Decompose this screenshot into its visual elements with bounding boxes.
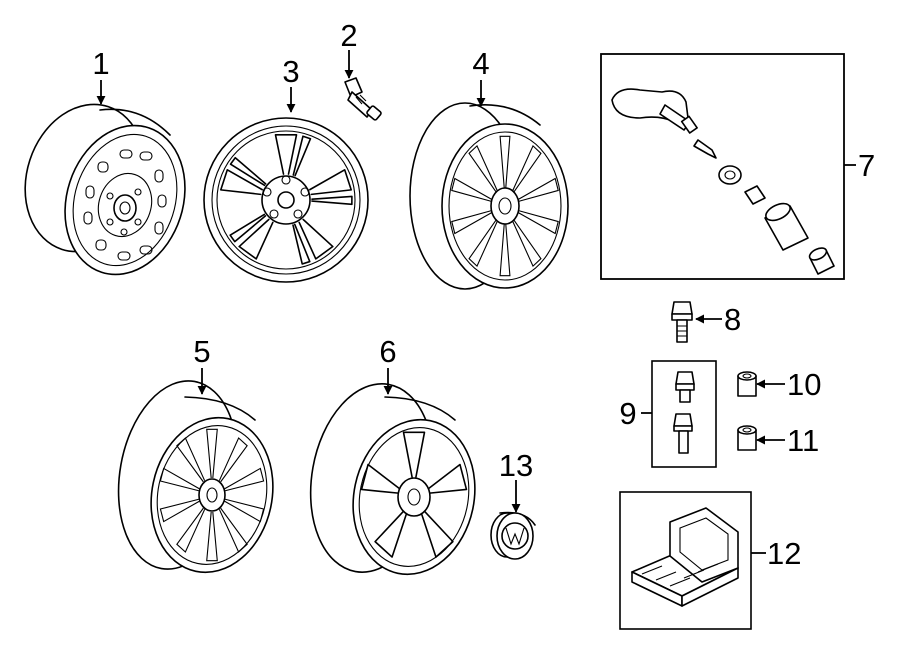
spoke — [512, 219, 542, 268]
spoke — [229, 156, 267, 187]
lock-nut-part-11[interactable] — [737, 425, 757, 451]
callout-3[interactable]: 3 — [282, 54, 299, 89]
alloy-wheel-part-6[interactable] — [296, 374, 488, 586]
spoke — [238, 218, 274, 260]
spoke — [219, 169, 263, 196]
callout-6[interactable]: 6 — [379, 334, 396, 369]
spoke — [451, 210, 493, 235]
spoke — [420, 510, 454, 558]
alloy-wheel-part-5[interactable] — [104, 371, 287, 583]
spoke — [468, 144, 498, 193]
callout-11[interactable]: 11 — [787, 423, 819, 458]
spoke — [360, 463, 401, 494]
spoke — [176, 507, 206, 553]
spoke — [159, 467, 200, 492]
spoke — [512, 144, 542, 193]
callout-labels: 1 2 3 4 5 6 7 8 9 10 11 12 13 — [92, 18, 875, 571]
spoke — [224, 498, 265, 523]
callout-leaders — [96, 50, 856, 554]
callout-2[interactable]: 2 — [340, 18, 357, 53]
spoke — [206, 428, 218, 479]
callout-7[interactable]: 7 — [858, 148, 875, 183]
spoke — [499, 135, 511, 189]
callout-13[interactable]: 13 — [499, 448, 533, 483]
callout-12[interactable]: 12 — [767, 536, 801, 571]
spoke — [218, 507, 248, 553]
spoke — [176, 437, 206, 483]
spoke — [402, 431, 426, 478]
center-cap-part-13[interactable] — [490, 511, 536, 560]
spoke — [311, 195, 353, 206]
spoke — [292, 135, 312, 177]
spoke — [292, 223, 311, 265]
spoke — [468, 219, 498, 268]
spoke — [274, 134, 298, 175]
spoke — [309, 169, 353, 196]
spoke — [298, 218, 334, 260]
spoke — [206, 511, 218, 562]
callout-9[interactable]: 9 — [619, 396, 636, 431]
lock-nut-part-10[interactable] — [737, 371, 757, 397]
wheel-bolt-part-8[interactable] — [671, 301, 693, 343]
spoke — [224, 467, 265, 492]
bolt-kit-part-9[interactable] — [651, 360, 717, 468]
callout-1[interactable]: 1 — [92, 46, 109, 81]
tpms-sensor-kit-part-7[interactable] — [600, 53, 845, 280]
spoke — [451, 177, 493, 202]
spoke — [427, 463, 468, 494]
alloy-wheel-part-4[interactable] — [409, 102, 569, 290]
callout-5[interactable]: 5 — [193, 334, 210, 369]
callout-4[interactable]: 4 — [472, 46, 489, 81]
tool-case-part-12[interactable] — [619, 491, 752, 630]
spoke — [517, 177, 559, 202]
alloy-wheel-part-3[interactable] — [203, 117, 369, 283]
steel-wheel-part-1[interactable] — [7, 89, 204, 290]
valve-stem-part-2[interactable] — [344, 77, 382, 121]
callout-8[interactable]: 8 — [724, 302, 741, 337]
spoke — [499, 223, 511, 277]
callout-10[interactable]: 10 — [787, 367, 821, 402]
spoke — [159, 498, 200, 523]
spoke — [517, 210, 559, 235]
spoke — [218, 437, 248, 483]
spoke — [229, 213, 267, 243]
spoke — [374, 510, 408, 558]
